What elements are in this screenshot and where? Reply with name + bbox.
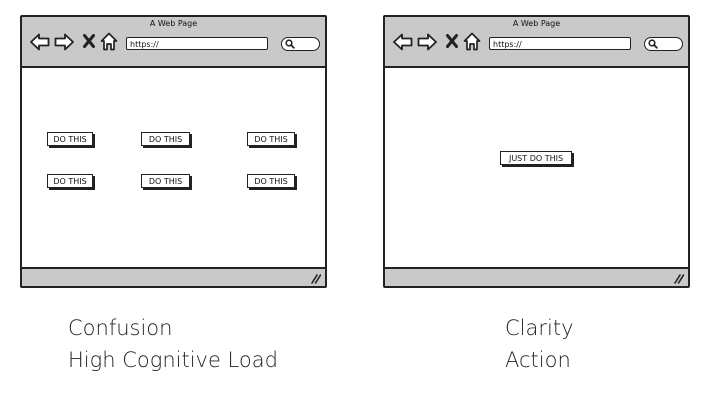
do-this-button[interactable]: DO THIS (247, 174, 295, 188)
do-this-button[interactable]: DO THIS (47, 174, 93, 188)
home-icon[interactable] (100, 32, 118, 51)
search-icon (648, 39, 658, 49)
browser-toolbar: A Web Page https:// (22, 17, 325, 68)
url-input[interactable]: https:// (489, 37, 631, 50)
caption-line: Action (505, 348, 571, 372)
browser-toolbar: A Web Page https:// (385, 17, 688, 68)
resize-grip-icon[interactable] (310, 274, 321, 284)
status-bar (22, 267, 325, 286)
browser-window-clarity: A Web Page https:// JUST DO THIS (383, 15, 690, 288)
search-field[interactable] (644, 37, 683, 51)
caption-line: Confusion (68, 316, 173, 340)
window-title: A Web Page (149, 19, 198, 28)
caption-line: Clarity (505, 316, 574, 340)
just-do-this-button[interactable]: JUST DO THIS (500, 151, 572, 165)
search-icon (285, 39, 295, 49)
back-arrow-icon[interactable] (30, 33, 50, 51)
resize-grip-icon[interactable] (673, 274, 684, 284)
do-this-button[interactable]: DO THIS (47, 132, 93, 146)
forward-arrow-icon[interactable] (417, 33, 437, 51)
do-this-button[interactable]: DO THIS (141, 174, 190, 188)
forward-arrow-icon[interactable] (54, 33, 74, 51)
back-arrow-icon[interactable] (393, 33, 413, 51)
window-title: A Web Page (512, 19, 561, 28)
search-field[interactable] (281, 37, 320, 51)
close-x-icon[interactable] (446, 34, 458, 48)
caption-confusion: Confusion High Cognitive Load (68, 312, 278, 376)
caption-line: High Cognitive Load (68, 348, 278, 372)
do-this-button[interactable]: DO THIS (141, 132, 190, 146)
caption-clarity: Clarity Action (505, 312, 574, 376)
home-icon[interactable] (463, 32, 481, 51)
close-x-icon[interactable] (83, 34, 95, 48)
status-bar (385, 267, 688, 286)
url-input[interactable]: https:// (126, 37, 268, 50)
browser-window-confusion: A Web Page https:// DO THIS DO THIS DO T… (20, 15, 327, 288)
do-this-button[interactable]: DO THIS (247, 132, 295, 146)
